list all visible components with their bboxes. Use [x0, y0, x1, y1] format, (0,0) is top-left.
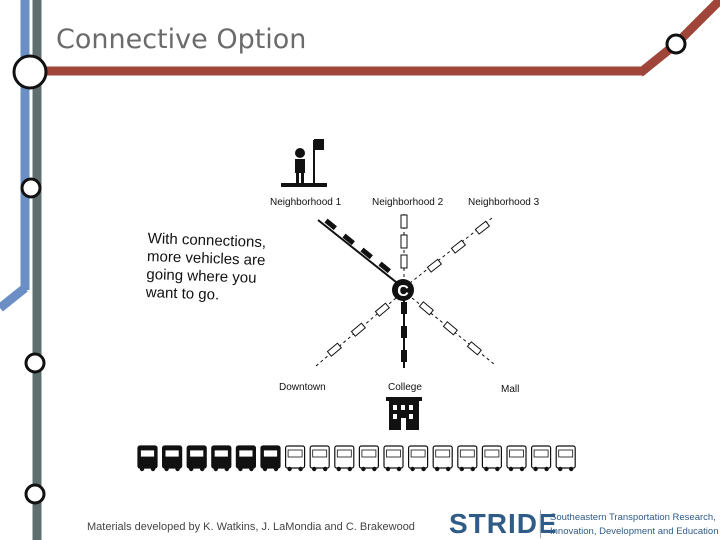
- light-bus-icon: [309, 445, 330, 472]
- label-college: College: [388, 382, 422, 393]
- light-bus-icon: [285, 445, 306, 472]
- dark-bus-icon: [235, 445, 256, 472]
- blue-line-branch: [0, 284, 28, 312]
- light-buses-downtown: [326, 302, 390, 357]
- station-dot: [24, 352, 46, 374]
- station-dot: [24, 483, 46, 505]
- logo-subtitle-line: Innovation, Development and Education Ce…: [550, 526, 720, 537]
- dark-bus-icon: [211, 445, 232, 472]
- light-bus-icon: [506, 445, 527, 472]
- label-neighborhood-2: Neighborhood 2: [372, 197, 444, 208]
- logo-subtitle-line: Southeastern Transportation Research,: [550, 512, 716, 523]
- light-bus-icon: [555, 445, 576, 472]
- light-bus-icon: [408, 445, 429, 472]
- dark-bus-icon: [260, 445, 281, 472]
- hub-c-circle: [392, 279, 414, 301]
- dark-bus-icon: [137, 445, 158, 472]
- station-dot: [12, 54, 48, 90]
- route-n1-dark: [317, 219, 397, 283]
- diagram-caption: With connections, more vehicles are goin…: [145, 230, 287, 307]
- light-bus-icon: [334, 445, 355, 472]
- stride-logo: STRIDE: [449, 508, 558, 539]
- light-buses-n2: [400, 214, 408, 269]
- dark-buses-n1: [324, 218, 391, 274]
- light-bus-icon: [432, 445, 453, 472]
- light-bus-icon: [457, 445, 478, 472]
- light-buses-n3: [426, 220, 491, 273]
- dark-bus-icon: [162, 445, 183, 472]
- light-buses-mall: [418, 301, 482, 356]
- light-bus-icon: [481, 445, 502, 472]
- station-dot: [665, 33, 687, 55]
- dark-buses-college: [401, 302, 407, 362]
- dark-bus-icon: [186, 445, 207, 472]
- person-with-flag-icon: [281, 139, 327, 187]
- label-mall: Mall: [501, 384, 519, 395]
- slide-title: Connective Option: [56, 24, 307, 55]
- light-bus-icon: [358, 445, 379, 472]
- college-building-icon: [386, 397, 422, 430]
- label-downtown: Downtown: [279, 382, 326, 393]
- bus-row: [137, 445, 576, 472]
- label-neighborhood-3: Neighborhood 3: [468, 197, 540, 208]
- credit-text: Materials developed by K. Watkins, J. La…: [87, 521, 415, 533]
- light-bus-icon: [530, 445, 552, 472]
- light-bus-icon: [383, 445, 404, 472]
- hub-c-label: C: [397, 283, 409, 300]
- logo-divider: [540, 510, 541, 538]
- station-dot: [20, 177, 42, 199]
- label-neighborhood-1: Neighborhood 1: [270, 197, 342, 208]
